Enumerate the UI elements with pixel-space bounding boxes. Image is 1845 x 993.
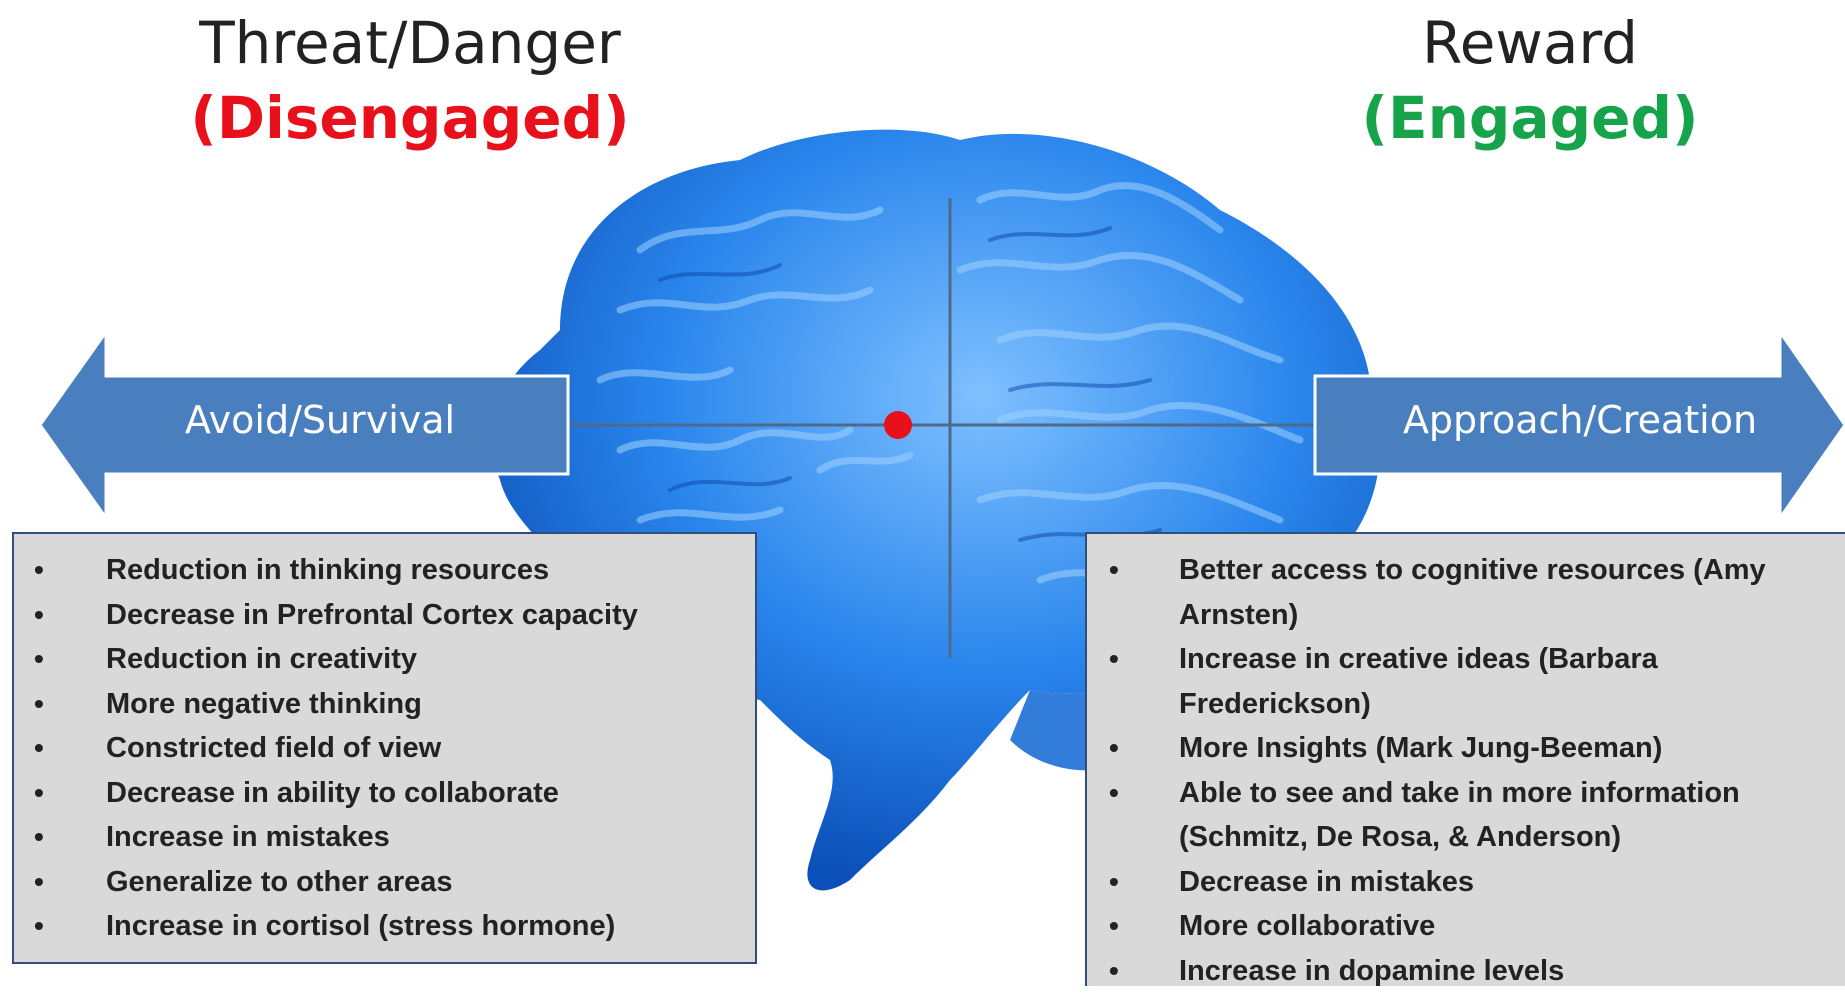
list-item: • Reduction in thinking resources [14, 548, 755, 593]
list-item: • Increase in mistakes [14, 815, 755, 860]
list-item-text: Increase in cortisol (stress hormone) [106, 910, 615, 942]
approach-creation-label: Approach/Creation [1370, 398, 1790, 442]
bullet-icon: • [34, 637, 74, 682]
list-item-text: Decrease in Prefrontal Cortex capacity [106, 599, 638, 631]
center-dot [884, 411, 912, 439]
list-item-text: Reduction in thinking resources [106, 554, 549, 586]
threat-heading: Threat/Danger (Disengaged) [180, 8, 640, 158]
bullet-icon: • [34, 548, 74, 593]
list-item: • Better access to cognitive resources (A… [1087, 548, 1845, 637]
disengaged-label: (Disengaged) [180, 78, 640, 158]
bullet-icon: • [34, 726, 74, 771]
list-item: • More Insights (Mark Jung-Beeman) [1087, 726, 1845, 771]
bullet-icon: • [1109, 637, 1149, 682]
bullet-icon: • [1109, 771, 1149, 816]
list-item: • Increase in creative ideas (Barbara Fre… [1087, 637, 1845, 726]
list-item: • Able to see and take in more informatio… [1087, 771, 1845, 860]
bullet-icon: • [34, 904, 74, 949]
bullet-icon: • [1109, 904, 1149, 949]
bullet-icon: • [34, 771, 74, 816]
list-item-text: Able to see and take in more information… [1179, 777, 1740, 854]
list-item-text: Constricted field of view [106, 732, 441, 764]
list-item: • More negative thinking [14, 682, 755, 727]
list-item-text: Generalize to other areas [106, 866, 453, 898]
reward-effects-list: • Better access to cognitive resources (A… [1087, 548, 1845, 993]
reward-effects-box: • Better access to cognitive resources (A… [1085, 532, 1845, 986]
list-item: • Increase in dopamine levels [1087, 949, 1845, 993]
engaged-label: (Engaged) [1340, 78, 1720, 158]
list-item-text: Better access to cognitive resources (Am… [1179, 554, 1766, 631]
list-item-text: More Insights (Mark Jung-Beeman) [1179, 732, 1662, 764]
reward-title: Reward [1340, 8, 1720, 78]
list-item-text: More negative thinking [106, 688, 422, 720]
bullet-icon: • [1109, 548, 1149, 593]
bullet-icon: • [34, 593, 74, 638]
list-item: • Increase in cortisol (stress hormone) [14, 904, 755, 949]
list-item-text: Decrease in mistakes [1179, 866, 1474, 898]
bullet-icon: • [1109, 860, 1149, 905]
bullet-icon: • [34, 682, 74, 727]
list-item: • More collaborative [1087, 904, 1845, 949]
list-item: • Constricted field of view [14, 726, 755, 771]
list-item: • Decrease in ability to collaborate [14, 771, 755, 816]
list-item-text: Reduction in creativity [106, 643, 417, 675]
threat-effects-list: • Reduction in thinking resources • Decreas… [14, 548, 755, 949]
list-item: • Reduction in creativity [14, 637, 755, 682]
reward-heading: Reward (Engaged) [1340, 8, 1720, 158]
list-item-text: Increase in dopamine levels [1179, 955, 1564, 987]
avoid-survival-label: Avoid/Survival [130, 398, 510, 442]
bullet-icon: • [1109, 726, 1149, 771]
threat-effects-box: • Reduction in thinking resources • Decreas… [12, 532, 757, 964]
list-item-text: Increase in creative ideas (Barbara Fred… [1179, 643, 1658, 720]
list-item-text: More collaborative [1179, 910, 1435, 942]
list-item-text: Increase in mistakes [106, 821, 390, 853]
list-item: • Decrease in Prefrontal Cortex capacity [14, 593, 755, 638]
bullet-icon: • [1109, 949, 1149, 993]
bullet-icon: • [34, 860, 74, 905]
bullet-icon: • [34, 815, 74, 860]
list-item: • Decrease in mistakes [1087, 860, 1845, 905]
threat-title: Threat/Danger [180, 8, 640, 78]
list-item-text: Decrease in ability to collaborate [106, 777, 559, 809]
list-item: • Generalize to other areas [14, 860, 755, 905]
